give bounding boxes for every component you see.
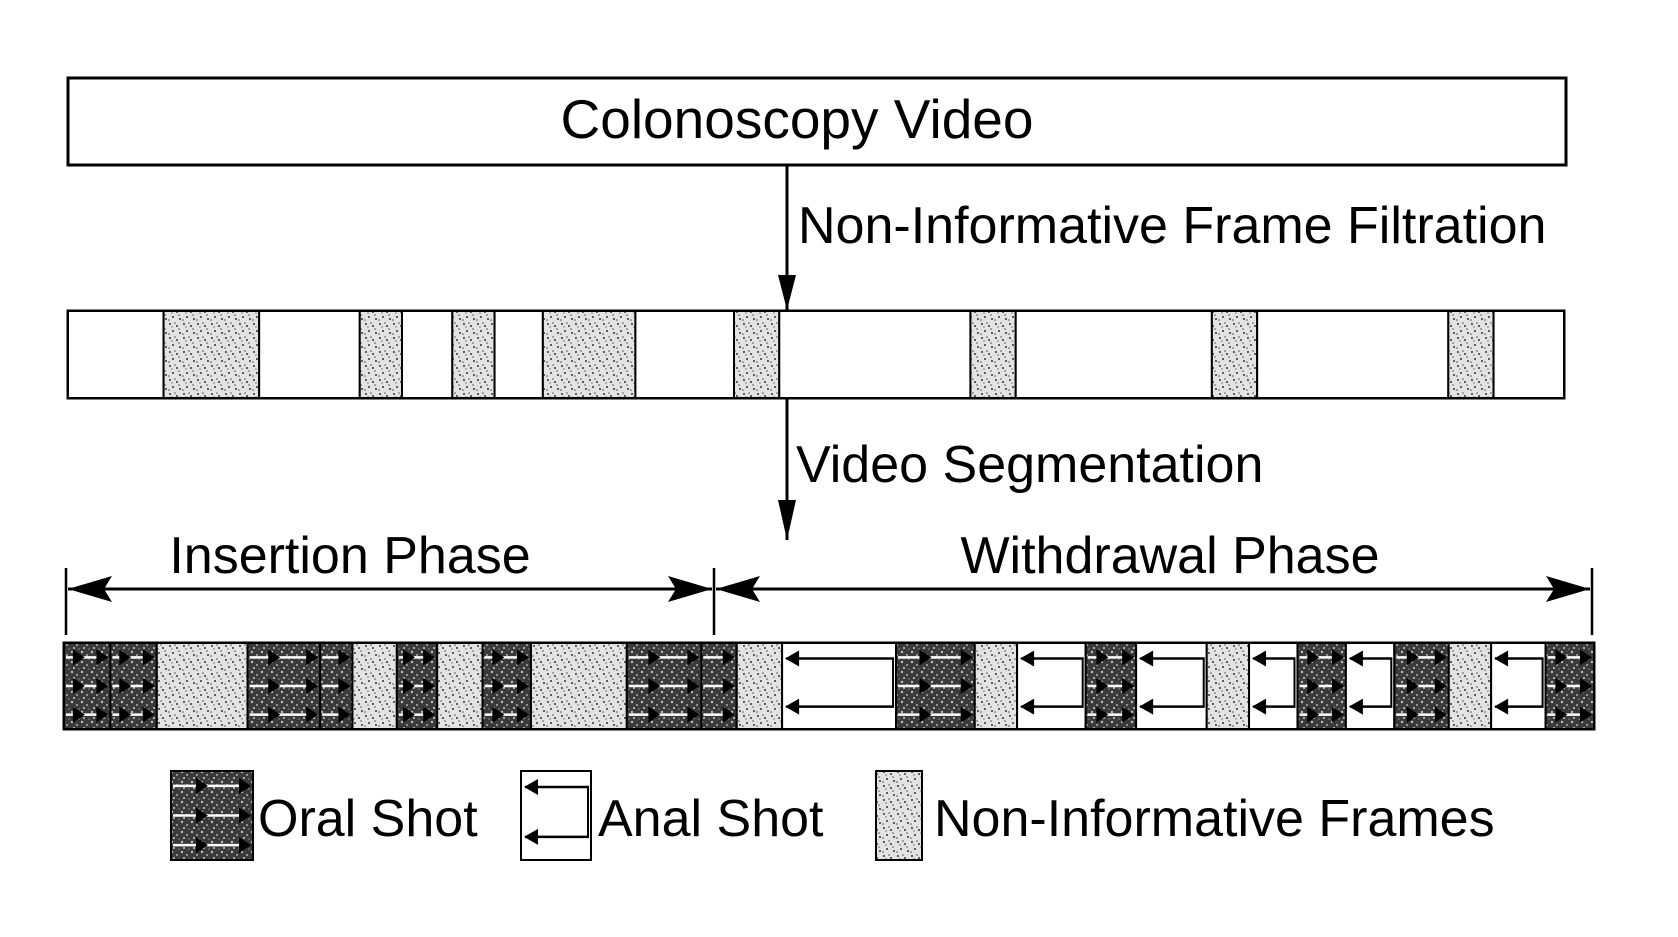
non-informative-frame (875, 770, 923, 861)
segmented-shot-strip (62, 641, 1596, 731)
withdrawal-phase-label: Withdrawal Phase (960, 527, 1379, 585)
anal-shot-segment (1135, 642, 1208, 730)
legend-noise: Non-Informative Frames (875, 770, 1495, 861)
informative-frame (258, 310, 361, 399)
informative-frame (493, 310, 544, 399)
oral-shot-segment (895, 642, 976, 730)
oral-shot-segment (395, 642, 439, 730)
oral-shot-segment (625, 642, 703, 730)
filtration-label: Non-Informative Frame Filtration (798, 197, 1546, 255)
non-informative-frame (1210, 310, 1259, 399)
colonoscopy-video-box: Colonoscopy Video (66, 76, 1568, 167)
down-arrow-2-head (778, 500, 796, 540)
non-informative-frame (735, 642, 784, 730)
informative-frame (67, 310, 165, 399)
informative-frame (401, 310, 454, 399)
filtered-frame-strip (66, 309, 1566, 400)
non-informative-frame (155, 642, 249, 730)
non-informative-frame (436, 642, 484, 730)
informative-frame (1492, 310, 1565, 399)
insertion-right-arrowhead (668, 576, 712, 602)
segmentation-step: Video Segmentation (778, 398, 1263, 540)
phase-indicators: Insertion Phase Withdrawal Phase (64, 527, 1594, 635)
legend-oral: Oral Shot (170, 770, 478, 861)
non-informative-frame (1447, 310, 1495, 399)
informative-frame (1014, 310, 1213, 399)
informative-frame (778, 310, 972, 399)
withdrawal-right-arrowhead (1546, 576, 1590, 602)
oral-shot-segment (63, 642, 112, 730)
filtration-step: Non-Informative Frame Filtration (778, 165, 1546, 310)
anal-shot-segment (1490, 642, 1547, 730)
anal-shot-segment (1248, 642, 1299, 730)
down-arrow-1-head (778, 275, 796, 310)
non-informative-frame (541, 310, 637, 399)
non-informative-frame (1205, 642, 1251, 730)
non-informative-frame (358, 310, 404, 399)
non-informative-frame (529, 642, 628, 730)
oral-shot-segment (1544, 642, 1595, 730)
non-informative-frame (162, 310, 261, 399)
insertion-left-arrowhead (68, 576, 112, 602)
insertion-phase-label: Insertion Phase (169, 527, 530, 585)
legend-anal-label: Anal Shot (598, 790, 824, 848)
non-informative-frame (351, 642, 398, 730)
oral-shot-segment (1296, 642, 1347, 730)
legend-anal: Anal Shot (520, 770, 824, 861)
non-informative-frame (973, 642, 1019, 730)
non-informative-frame (1447, 642, 1493, 730)
anal-shot-swatch (520, 770, 592, 861)
legend: Oral Shot Anal Shot Non-Informative Fram… (170, 770, 1495, 861)
legend-noise-label: Non-Informative Frames (934, 790, 1495, 848)
colonoscopy-video-label: Colonoscopy Video (561, 88, 1034, 150)
oral-shot-segment (109, 642, 158, 730)
non-informative-frame (451, 310, 496, 399)
oral-shot-swatch (170, 770, 254, 861)
non-informative-swatch (875, 770, 923, 861)
oral-shot-segment (1393, 642, 1450, 730)
non-informative-frame (733, 310, 781, 399)
anal-shot-segment (520, 770, 592, 861)
withdrawal-left-arrowhead (716, 576, 760, 602)
legend-oral-label: Oral Shot (258, 790, 478, 848)
oral-shot-segment (481, 642, 532, 730)
anal-shot-segment (1344, 642, 1396, 730)
oral-shot-segment (246, 642, 322, 730)
non-informative-frame (969, 310, 1017, 399)
segmentation-label: Video Segmentation (796, 436, 1263, 494)
oral-shot-segment (319, 642, 354, 730)
anal-shot-segment (781, 642, 898, 730)
oral-shot-segment (170, 770, 254, 861)
oral-shot-segment (700, 642, 738, 730)
oral-shot-segment (1084, 642, 1138, 730)
informative-frame (1256, 310, 1450, 399)
informative-frame (634, 310, 736, 399)
anal-shot-segment (1016, 642, 1087, 730)
